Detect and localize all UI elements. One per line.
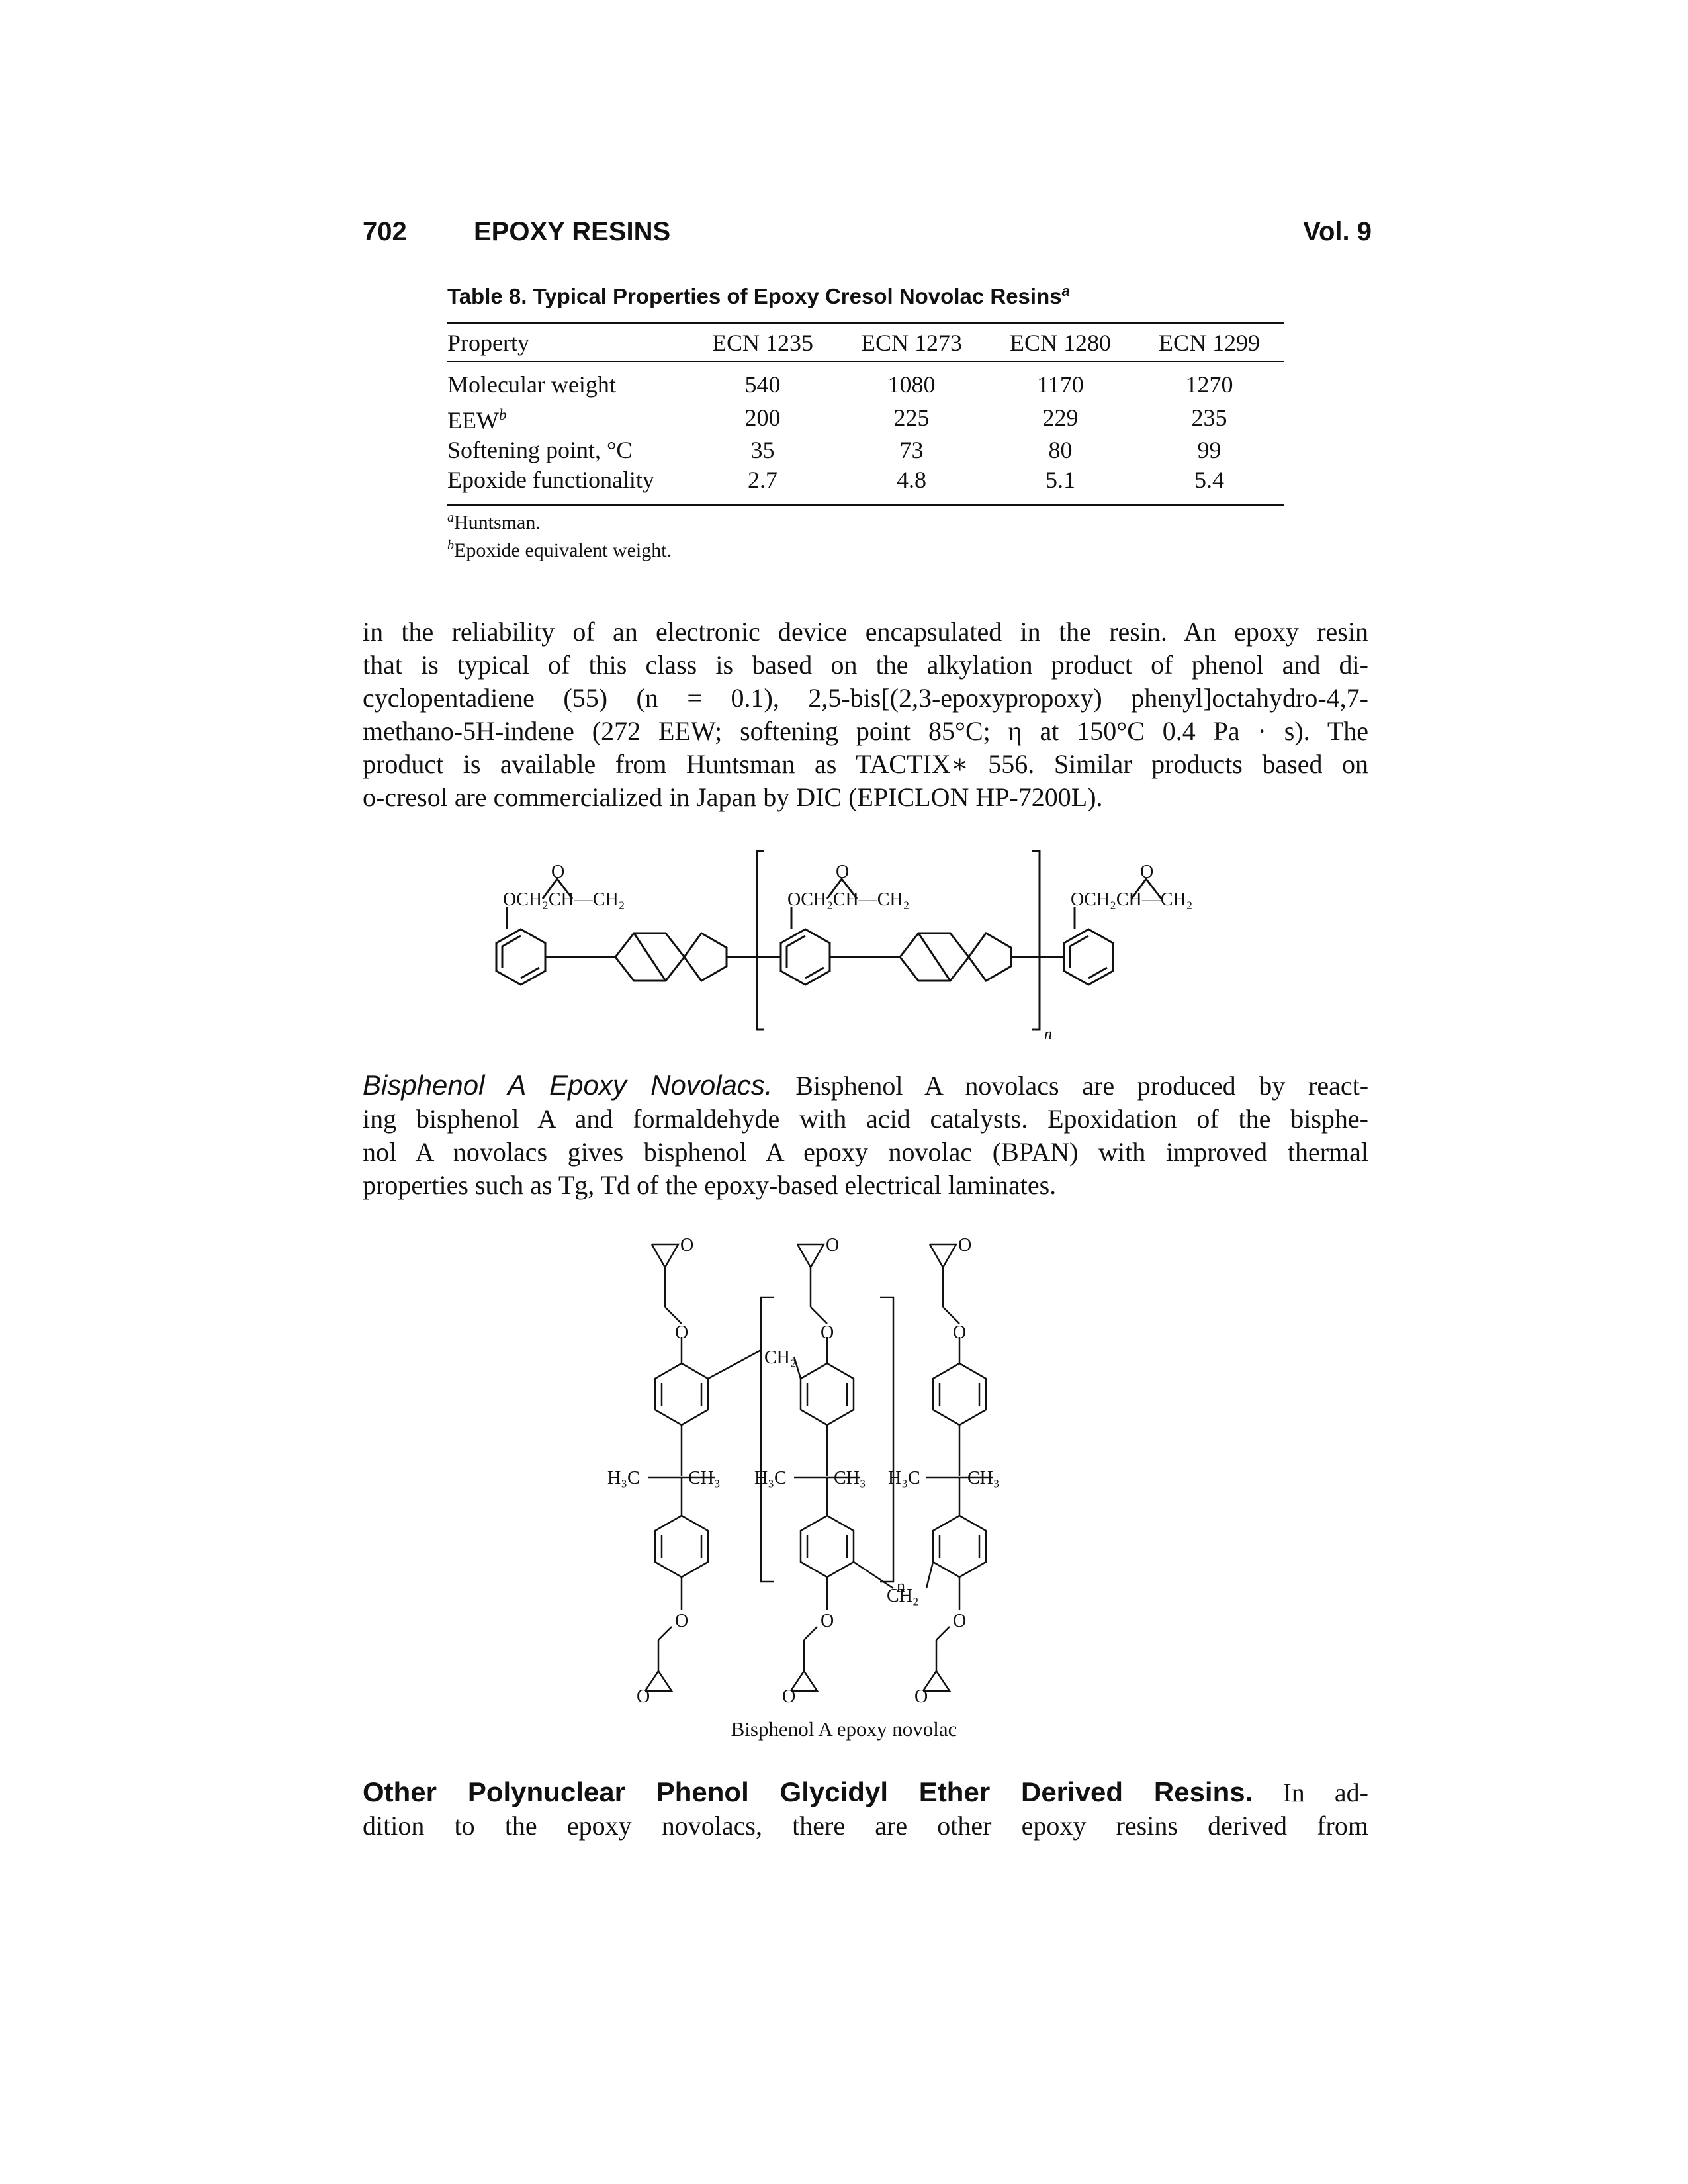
- substituent-label: OCH₂CH—CH₂: [1071, 889, 1192, 910]
- footnote-text: Epoxide equivalent weight.: [454, 539, 672, 561]
- text-line: methano-5H-indene (272 EEW; softening po…: [363, 716, 1368, 746]
- oxygen-label: O: [637, 1686, 650, 1707]
- property-name: Softening point, °C: [447, 437, 633, 463]
- body-paragraph: in the reliability of an electronic devi…: [363, 615, 1368, 814]
- methyl-label: CH₃: [688, 1468, 721, 1488]
- property-cell: Molecular weight: [447, 361, 688, 400]
- oxygen-label: O: [551, 862, 564, 882]
- value-cell: 1080: [887, 371, 936, 398]
- table-footnote: bEpoxide equivalent weight.: [447, 538, 672, 562]
- value-cell: 35: [750, 437, 775, 463]
- property-name: EEW: [447, 407, 499, 433]
- oxygen-label: O: [1140, 862, 1153, 882]
- methyl-label: H₃C: [754, 1468, 787, 1488]
- methyl-label: CH₃: [967, 1468, 1000, 1488]
- table-row: Molecular weight 540 1080 1170 1270: [447, 361, 1284, 400]
- property-cell: Epoxide functionality: [447, 465, 688, 506]
- bpan-structure: O O O O O O CH₂ H₃C CH₃ H₃C CH₃ H₃C CH₃ …: [607, 1235, 1000, 1707]
- column-header: ECN 1280: [1010, 330, 1111, 356]
- oxygen-label: O: [836, 862, 849, 882]
- oxygen-label: O: [782, 1686, 795, 1707]
- column-header: ECN 1299: [1159, 330, 1260, 356]
- text-line: cyclopentadiene (55) (n = 0.1), 2,5-bis[…: [363, 683, 1368, 713]
- column-header: ECN 1273: [861, 330, 962, 356]
- figure-caption: Bisphenol A epoxy novolac: [731, 1717, 957, 1741]
- oxygen-label: O: [826, 1235, 839, 1255]
- oxygen-label: O: [953, 1322, 966, 1343]
- body-paragraph: Bisphenol A Epoxy Novolacs. Bisphenol A …: [363, 1069, 1368, 1202]
- text-line: nol A novolacs gives bisphenol A epoxy n…: [363, 1137, 1368, 1167]
- property-cell: EEWb: [447, 400, 688, 435]
- text-line: product is available from Huntsman as TA…: [363, 749, 1368, 779]
- substituent-label: OCH₂CH—CH₂: [787, 889, 909, 910]
- dcpd-epoxy-structure: O OCH₂CH—CH₂ O OCH₂CH—CH₂ O OCH₂CH—CH₂ n: [495, 850, 1192, 1043]
- text-line: in the reliability of an electronic devi…: [363, 617, 1368, 647]
- property-name: Molecular weight: [447, 371, 616, 398]
- oxygen-label: O: [675, 1322, 688, 1343]
- methyl-label: H₃C: [888, 1468, 920, 1488]
- page-number: 702: [363, 217, 407, 246]
- footnote-mark: b: [498, 406, 507, 423]
- text-line: properties such as Tg, Td of the epoxy-b…: [363, 1170, 1057, 1200]
- value-cell: 5.4: [1194, 467, 1224, 493]
- section-title: EPOXY RESINS: [474, 217, 671, 246]
- oxygen-label: O: [680, 1235, 693, 1255]
- column-header: ECN 1235: [712, 330, 813, 356]
- text-line: o-cresol are commercialized in Japan by …: [363, 782, 1103, 812]
- value-cell: 73: [899, 437, 924, 463]
- value-cell: 5.1: [1045, 467, 1075, 493]
- methyl-label: H₃C: [607, 1468, 640, 1488]
- value-cell: 235: [1191, 404, 1227, 431]
- text-line: ing bisphenol A and formaldehyde with ac…: [363, 1104, 1368, 1134]
- methylene-label: CH₂: [887, 1586, 919, 1606]
- value-cell: 99: [1197, 437, 1222, 463]
- property-cell: Softening point, °C: [447, 435, 688, 465]
- volume-label: Vol. 9: [1303, 217, 1372, 246]
- section-heading: Other Polynuclear Phenol Glycidyl Ether …: [363, 1776, 1253, 1807]
- text-line: Other Polynuclear Phenol Glycidyl Ether …: [363, 1776, 1368, 1809]
- table-footnote: aHuntsman.: [447, 510, 541, 534]
- section-heading: Bisphenol A Epoxy Novolacs.: [363, 1069, 773, 1101]
- value-cell: 225: [893, 404, 930, 431]
- table-row: EEWb 200 225 229 235: [447, 400, 1284, 435]
- methyl-label: CH₃: [834, 1468, 866, 1488]
- column-header: Property: [447, 330, 529, 356]
- value-cell: 80: [1048, 437, 1073, 463]
- value-cell: 1170: [1037, 371, 1084, 398]
- footnote-mark: a: [447, 510, 454, 525]
- table-row: Epoxide functionality 2.7 4.8 5.1 5.4: [447, 465, 1284, 506]
- oxygen-label: O: [675, 1611, 688, 1631]
- oxygen-label: O: [821, 1611, 834, 1631]
- table-caption-text: Table 8. Typical Properties of Epoxy Cre…: [447, 284, 1062, 308]
- text-line: that is typical of this class is based o…: [363, 650, 1368, 680]
- body-paragraph: Other Polynuclear Phenol Glycidyl Ether …: [363, 1776, 1368, 1843]
- text-line-remainder: Bisphenol A novolacs are produced by rea…: [795, 1071, 1369, 1101]
- text-line: dition to the epoxy novolacs, there are …: [363, 1811, 1368, 1841]
- value-cell: 229: [1042, 404, 1079, 431]
- footnote-text: Huntsman.: [454, 512, 541, 533]
- value-cell: 540: [744, 371, 781, 398]
- table-header-row: Property ECN 1235 ECN 1273 ECN 1280 ECN …: [447, 322, 1284, 361]
- substituent-label: OCH₂CH—CH₂: [503, 889, 625, 910]
- text-line-remainder: In ad-: [1282, 1778, 1368, 1807]
- table-row: Softening point, °C 35 73 80 99: [447, 435, 1284, 465]
- property-name: Epoxide functionality: [447, 467, 654, 493]
- oxygen-label: O: [914, 1686, 928, 1707]
- properties-table: Property ECN 1235 ECN 1273 ECN 1280 ECN …: [447, 322, 1284, 506]
- value-cell: 4.8: [897, 467, 926, 493]
- table-caption-mark: a: [1061, 283, 1070, 299]
- methylene-label: CH₂: [764, 1347, 797, 1368]
- footnote-mark: b: [447, 538, 454, 553]
- oxygen-label: O: [821, 1322, 834, 1343]
- text-line: Bisphenol A Epoxy Novolacs. Bisphenol A …: [363, 1069, 1368, 1103]
- oxygen-label: O: [953, 1611, 966, 1631]
- value-cell: 200: [744, 404, 781, 431]
- oxygen-label: O: [958, 1235, 971, 1255]
- table-caption: Table 8. Typical Properties of Epoxy Cre…: [447, 283, 1070, 309]
- repeat-index: n: [1044, 1026, 1052, 1043]
- value-cell: 1270: [1185, 371, 1233, 398]
- repeat-index: n: [897, 1576, 905, 1596]
- value-cell: 2.7: [748, 467, 777, 493]
